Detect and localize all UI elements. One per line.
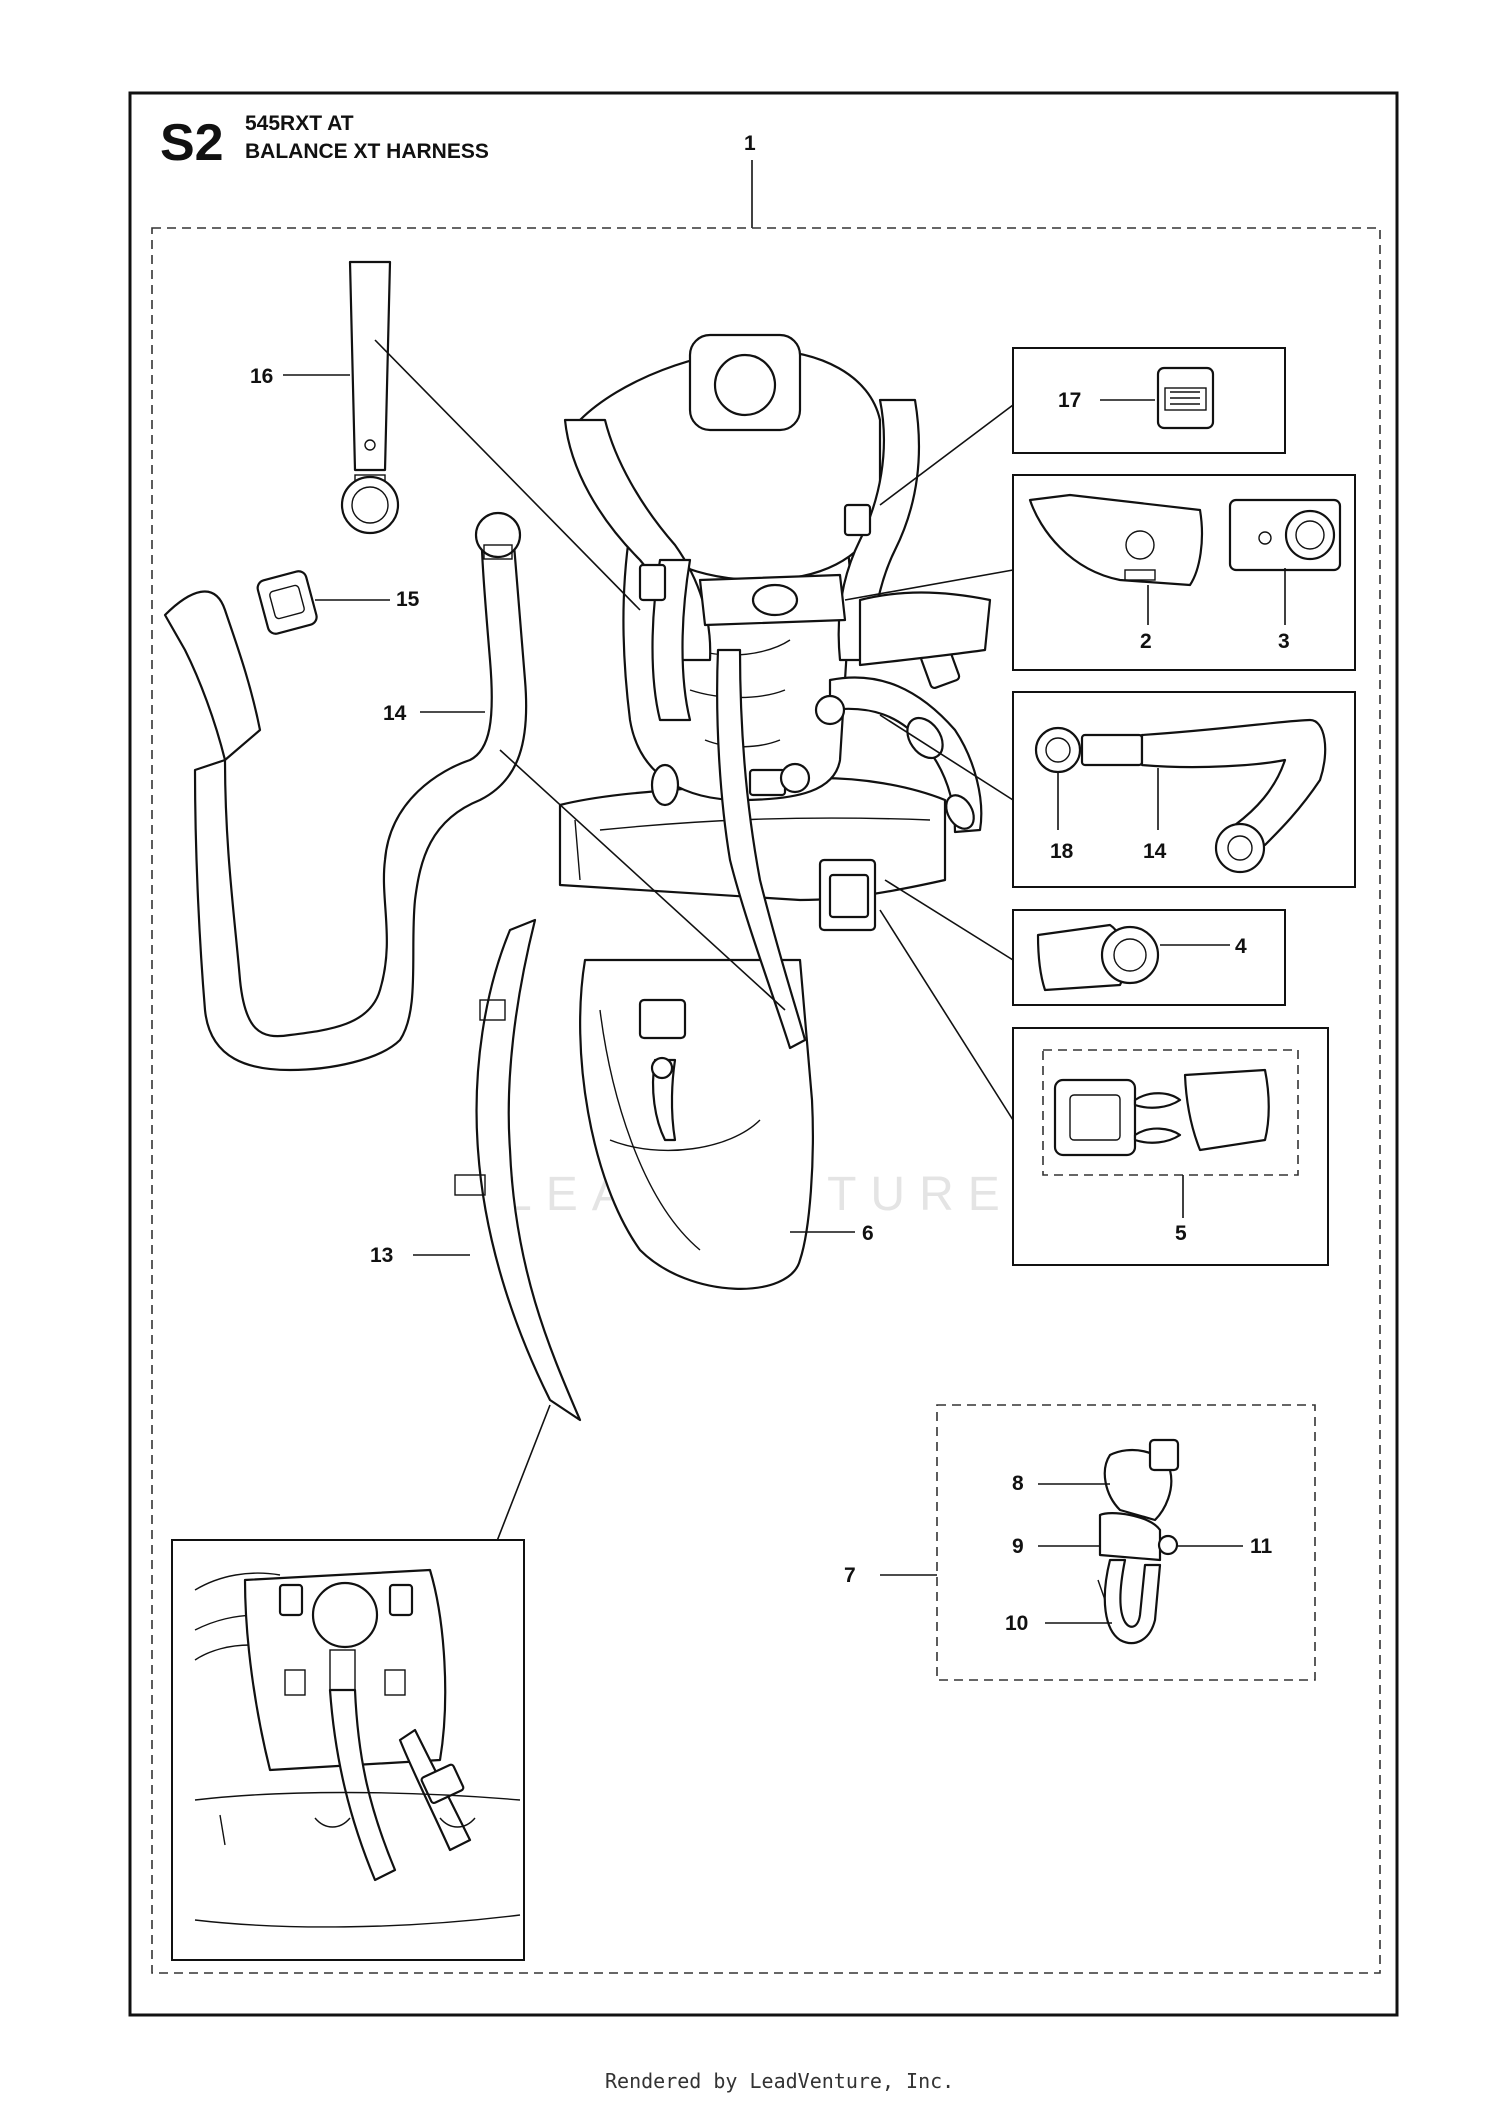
callout-16[interactable]: 16 [250, 365, 273, 388]
model-name: 545RXT AT [245, 112, 354, 135]
part-13-drawing [454, 918, 582, 1422]
outer-frame [128, 91, 1399, 2017]
section-code: S2 [160, 114, 224, 172]
callout-11[interactable]: 11 [1250, 1535, 1273, 1558]
callout-8[interactable]: 8 [1012, 1472, 1024, 1495]
callout-4[interactable]: 4 [1235, 935, 1247, 958]
callout-18[interactable]: 18 [1050, 840, 1074, 863]
part-5-dashed-group [1042, 1049, 1299, 1176]
callout-6[interactable]: 6 [862, 1222, 874, 1245]
callout-7[interactable]: 7 [844, 1564, 856, 1587]
callout-14-left[interactable]: 14 [383, 702, 407, 725]
callout-10[interactable]: 10 [1005, 1612, 1028, 1635]
part-18-14-drawing [1034, 718, 1327, 874]
part-7-drawing [1097, 1438, 1180, 1645]
callout-1[interactable]: 1 [744, 132, 756, 155]
footer-credit: Rendered by LeadVenture, Inc. [605, 2069, 954, 2093]
assembly-title: BALANCE XT HARNESS [245, 140, 489, 163]
inset-detail-drawing [194, 1568, 521, 1928]
callout-5[interactable]: 5 [1175, 1222, 1187, 1245]
part-5-drawing [1053, 1068, 1270, 1157]
callout-15[interactable]: 15 [396, 588, 420, 611]
part-17-drawing [1156, 366, 1215, 430]
part-14-left-drawing [163, 511, 528, 1072]
callout-2[interactable]: 2 [1140, 630, 1152, 653]
assembly-1-box [151, 227, 1381, 1974]
part-7-dashed-group [936, 1404, 1316, 1681]
part-15-drawing [256, 570, 318, 635]
part-16-drawing [340, 260, 400, 535]
callout-17[interactable]: 17 [1058, 389, 1081, 412]
callout-9[interactable]: 9 [1012, 1535, 1024, 1558]
harness-assembly-drawing [558, 333, 992, 1290]
part-3-drawing [1228, 498, 1342, 572]
callout-13[interactable]: 13 [370, 1244, 393, 1267]
callout-3[interactable]: 3 [1278, 630, 1290, 653]
part-2-drawing [1028, 493, 1204, 587]
callout-14-right[interactable]: 14 [1143, 840, 1167, 863]
part-4-drawing [1036, 923, 1160, 992]
